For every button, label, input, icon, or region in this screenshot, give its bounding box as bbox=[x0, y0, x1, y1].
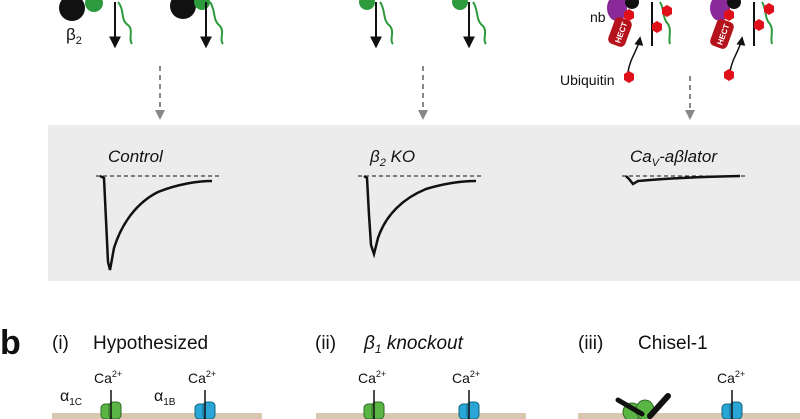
panel-b-i-title: Hypothesized bbox=[93, 333, 208, 354]
ubiquitin-icon bbox=[754, 19, 764, 31]
ubiquitin-icon bbox=[724, 69, 734, 81]
green-channel-icon bbox=[363, 390, 385, 419]
panel-b-iii-number: (iii) bbox=[578, 333, 603, 354]
ubiquitin-icon bbox=[652, 21, 662, 33]
aBlator-schematic: nb HECT Ubiquitin HECT bbox=[560, 0, 774, 88]
membrane-i bbox=[52, 413, 262, 419]
current-traces-panel bbox=[48, 125, 800, 281]
chisel-nanobody-icon bbox=[647, 393, 671, 419]
nb-label: nb bbox=[590, 9, 606, 25]
ca-label: Ca2+ bbox=[717, 369, 745, 386]
ubiquitin-icon bbox=[624, 71, 634, 83]
beta2-subunit-icon bbox=[170, 0, 196, 19]
ca-label: Ca2+ bbox=[452, 369, 480, 386]
blue-channel-icon bbox=[194, 390, 216, 419]
control-current-trace bbox=[99, 174, 213, 271]
green-channel-icon bbox=[100, 390, 122, 419]
beta2-label: β2 bbox=[66, 25, 82, 47]
panel-b-i-number: (i) bbox=[52, 333, 69, 354]
membrane-ii bbox=[316, 413, 526, 419]
condition-label-control: Control bbox=[108, 147, 164, 166]
alpha-1b-label: α1B bbox=[154, 388, 176, 408]
membrane-iii bbox=[578, 413, 800, 419]
ubiquitin-label: Ubiquitin bbox=[560, 72, 614, 88]
green-tail-icon bbox=[117, 1, 133, 45]
beta-subunit-icon bbox=[625, 0, 639, 9]
ca-label: Ca2+ bbox=[358, 369, 386, 386]
beta2-ko-channels bbox=[359, 0, 487, 49]
beta-subunit-icon bbox=[727, 0, 741, 9]
panel-b-ii-title: β1 knockout bbox=[363, 333, 464, 356]
nanobody-icon bbox=[607, 0, 627, 21]
beta2-subunit-group-1: β2 bbox=[59, 0, 133, 49]
alpha-subunit-icon bbox=[359, 0, 375, 10]
alpha-1c-label: α1C bbox=[60, 388, 82, 408]
ubiquitin-icon bbox=[764, 3, 774, 15]
beta2-subunit-icon bbox=[59, 0, 85, 21]
ablator-current-trace bbox=[625, 174, 741, 186]
ca-label: Ca2+ bbox=[188, 369, 216, 386]
panel-b-letter: b bbox=[0, 324, 21, 362]
blue-channel-icon bbox=[721, 390, 743, 419]
hect-domain-icon: HECT bbox=[710, 19, 734, 49]
green-tail-icon bbox=[472, 1, 487, 45]
ca-label: Ca2+ bbox=[94, 369, 122, 386]
beta2-subunit-group-2 bbox=[170, 0, 224, 49]
alpha-subunit-icon bbox=[85, 0, 103, 12]
panel-b-iii-title: Chisel-1 bbox=[638, 333, 708, 354]
chisel-bound-channel-icon bbox=[615, 393, 671, 419]
condition-label-cav-ablator: CaV-aβlator bbox=[630, 147, 718, 169]
green-tail-icon bbox=[209, 1, 224, 45]
green-tail-icon bbox=[379, 1, 394, 45]
ubiquitin-icon bbox=[724, 9, 734, 21]
panel-b-ii-number: (ii) bbox=[315, 333, 336, 354]
transfer-arrow bbox=[627, 36, 644, 73]
alpha-subunit-icon bbox=[194, 0, 210, 10]
alpha-subunit-icon bbox=[452, 0, 468, 10]
beta2-ko-current-trace bbox=[363, 174, 477, 259]
condition-label-beta2-ko: β2 KO bbox=[369, 147, 415, 169]
blue-channel-icon bbox=[458, 390, 480, 419]
ubiquitin-icon bbox=[624, 9, 634, 21]
transfer-arrow bbox=[729, 36, 746, 73]
hect-domain-icon: HECT bbox=[608, 17, 632, 47]
ubiquitin-icon bbox=[662, 5, 672, 17]
